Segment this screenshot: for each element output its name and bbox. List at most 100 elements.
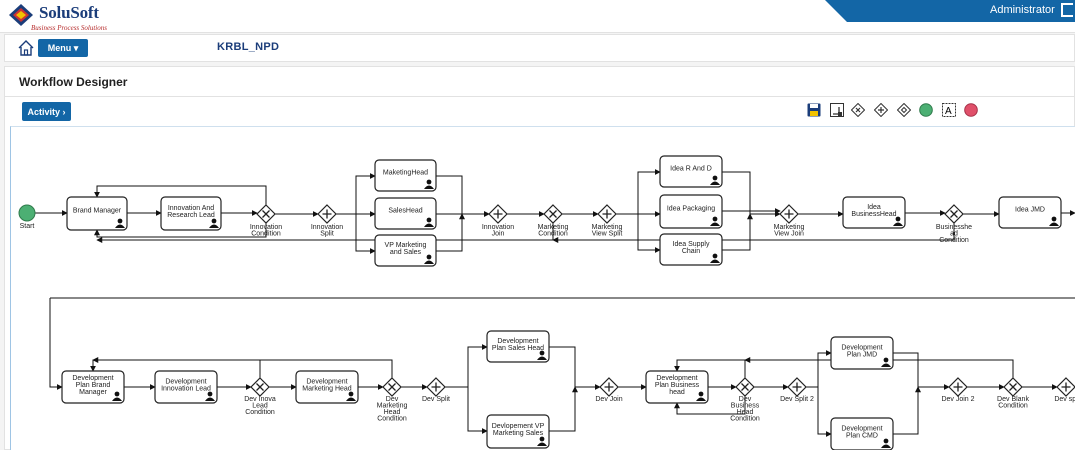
inclusive-gateway-icon[interactable]	[897, 103, 911, 117]
text-annotation-icon[interactable]: A	[942, 103, 956, 117]
start-event[interactable]: Start	[18, 204, 36, 230]
project-title: KRBL_NPD	[217, 41, 280, 53]
task-node[interactable]: SalesHead	[374, 197, 437, 230]
save-icon[interactable]	[807, 103, 821, 117]
page-title: Workflow Designer	[19, 75, 128, 89]
logout-icon[interactable]	[1061, 3, 1073, 17]
parallel-gateway-icon[interactable]	[874, 103, 888, 117]
parallel-gateway[interactable]: Dev Split 2	[780, 377, 814, 403]
gateway-label: Dev Split	[422, 396, 450, 403]
sequence-flow[interactable]	[49, 297, 1075, 387]
export-icon[interactable]	[830, 103, 844, 117]
task-node[interactable]: Idea R And D	[659, 155, 723, 188]
sequence-flow[interactable]	[616, 169, 661, 215]
gateway-label: Marketing	[592, 224, 623, 231]
sequence-flow[interactable]	[806, 350, 832, 388]
start-label: Start	[20, 223, 35, 230]
sequence-flow[interactable]	[549, 346, 601, 390]
gateway-label: Dev Inova	[244, 396, 276, 403]
task-label: Manager	[79, 389, 107, 396]
sequence-flow[interactable]	[722, 171, 781, 217]
gateway-label: Marketing	[538, 224, 569, 231]
task-node[interactable]: Idea Packaging	[659, 194, 723, 229]
parallel-gateway[interactable]: Dev Join 2	[941, 377, 975, 403]
task-label: Idea R And D	[670, 166, 712, 173]
parallel-gateway[interactable]: Dev spl	[1054, 377, 1075, 403]
sequence-flow[interactable]	[94, 223, 267, 238]
task-node[interactable]: MaketingHead	[374, 159, 437, 192]
sequence-flow[interactable]	[549, 386, 578, 432]
task-label: Development	[72, 375, 113, 382]
user-icon	[537, 350, 547, 360]
user-icon	[1049, 216, 1059, 226]
task-label: Idea	[867, 204, 881, 211]
sequence-flow[interactable]	[817, 387, 832, 437]
gateway-label: Innovation	[482, 224, 514, 231]
task-label: VP Marketing	[385, 242, 427, 249]
start-event-icon[interactable]	[919, 103, 933, 117]
sequence-flow[interactable]	[467, 387, 488, 434]
sequence-flow[interactable]	[674, 359, 746, 378]
task-label: Development	[841, 345, 882, 352]
user-name[interactable]: Administrator	[990, 4, 1055, 16]
sequence-flow[interactable]	[436, 175, 490, 217]
user-icon	[893, 216, 903, 226]
gateway-label: Condition	[251, 231, 281, 238]
sequence-flow[interactable]	[674, 396, 746, 415]
logo-diamond-icon	[9, 4, 33, 26]
end-event-icon[interactable]	[964, 103, 978, 117]
solusoft-logo: SoluSoft Business Process Solutions	[8, 3, 128, 32]
sequence-flow[interactable]	[893, 352, 950, 390]
task-node[interactable]: Brand Manager	[66, 196, 128, 231]
sequence-flow[interactable]	[355, 214, 376, 254]
task-label: Idea Supply	[673, 241, 710, 248]
task-label: Innovation And	[168, 205, 214, 212]
sequence-flow[interactable]	[436, 213, 465, 252]
task-label: Chain	[682, 248, 700, 255]
sequence-flow[interactable]	[893, 386, 921, 435]
sequence-flow[interactable]	[722, 213, 753, 251]
user-icon	[112, 391, 122, 401]
logo-name: SoluSoft	[39, 3, 99, 22]
user-icon	[881, 357, 891, 367]
sequence-flow[interactable]	[92, 357, 393, 378]
sequence-flow[interactable]	[637, 214, 661, 253]
activity-button[interactable]: Activity ›	[22, 102, 71, 121]
exclusive-gateway-icon[interactable]	[851, 103, 865, 117]
task-label: Plan Business	[655, 382, 700, 389]
task-node[interactable]: Idea JMD	[998, 196, 1062, 229]
sequence-flow[interactable]	[336, 173, 376, 215]
sequence-flow[interactable]	[94, 185, 267, 205]
home-icon[interactable]	[17, 39, 35, 57]
parallel-gateway[interactable]: Dev Join	[595, 377, 623, 403]
menu-button[interactable]: Menu ▾	[38, 39, 88, 57]
user-icon	[710, 175, 720, 185]
parallel-gateway[interactable]: Dev Split	[422, 377, 450, 403]
sequence-flow[interactable]	[445, 344, 488, 388]
gateway-label: Head	[737, 409, 754, 416]
